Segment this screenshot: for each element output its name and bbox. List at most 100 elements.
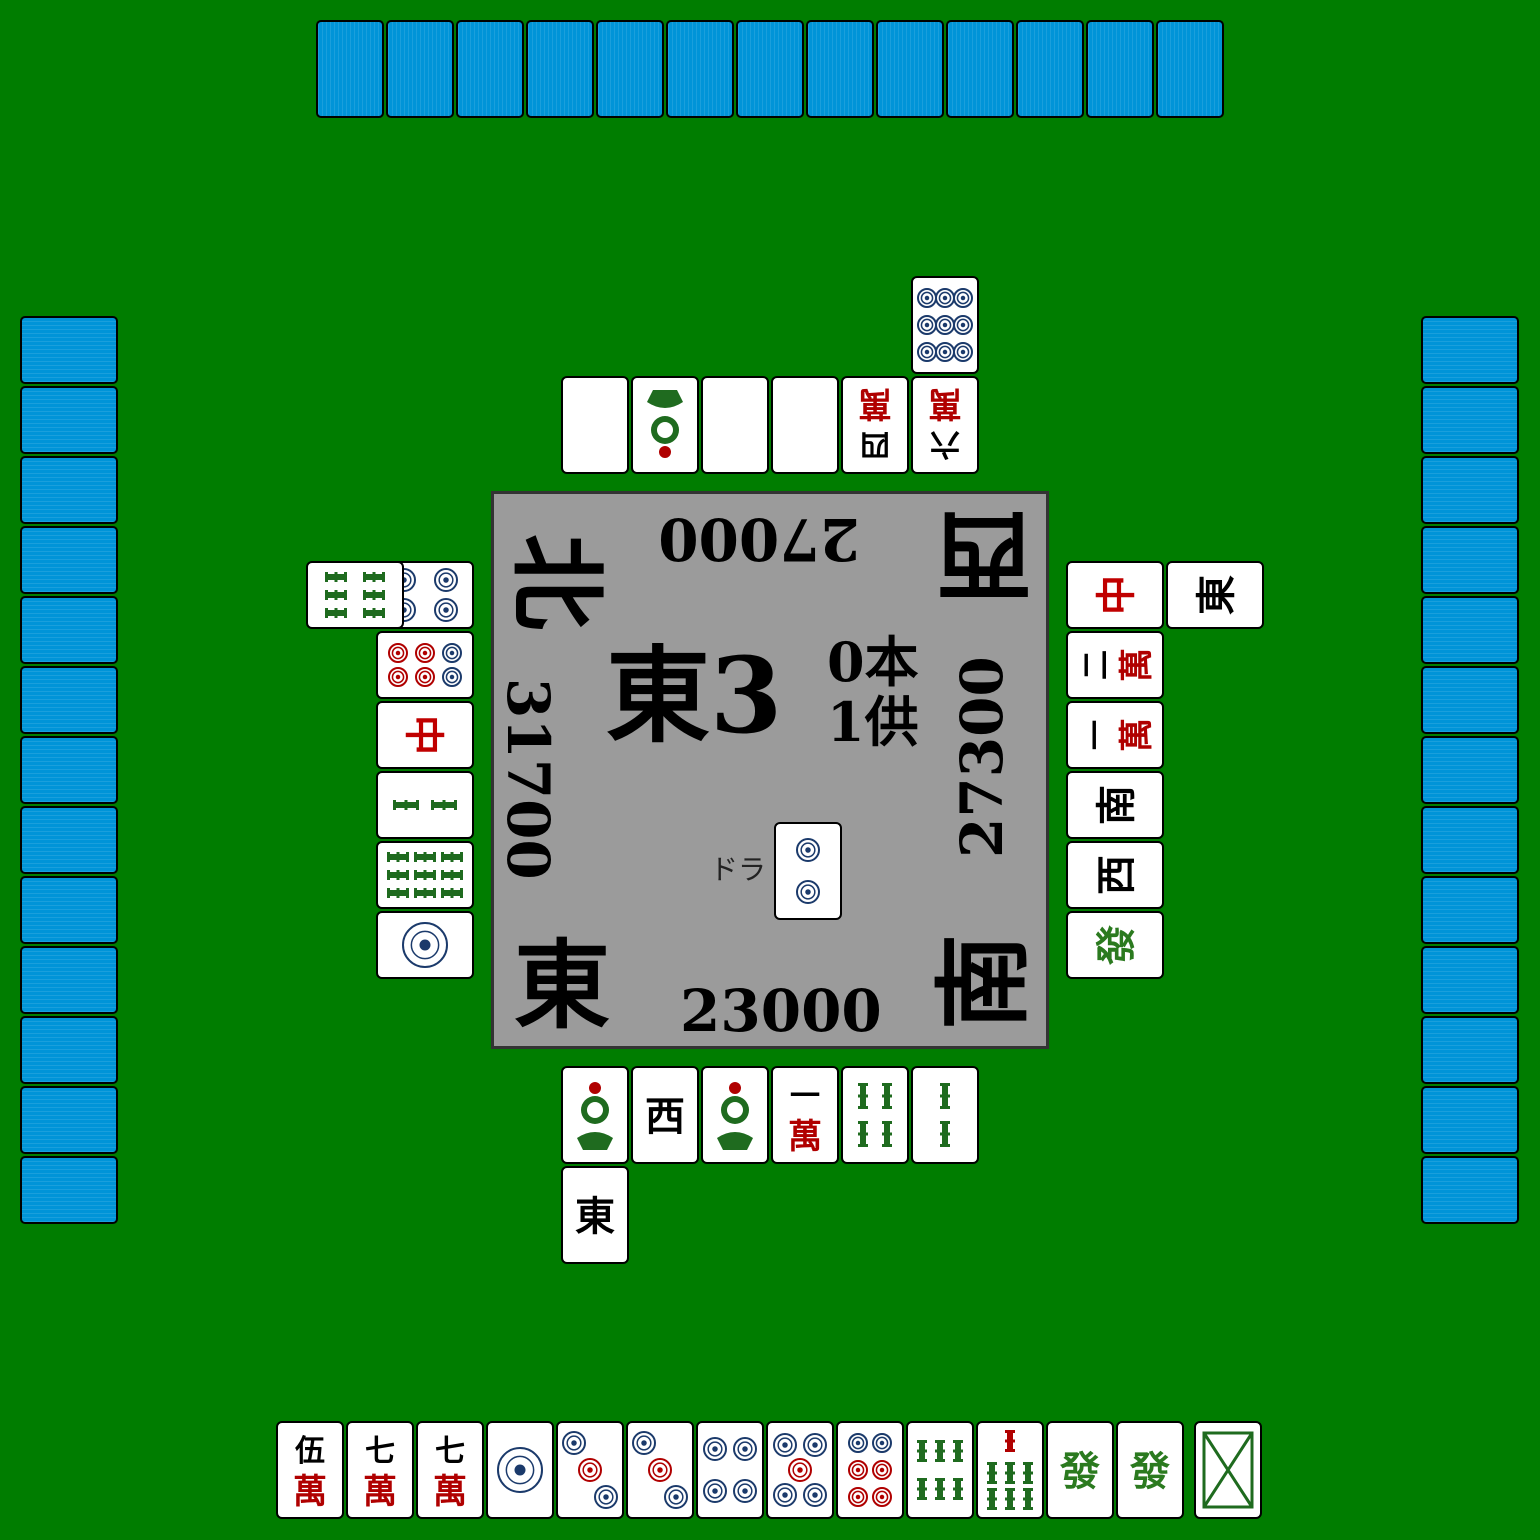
tile-face	[378, 633, 472, 697]
tile-face: 二 萬	[1068, 633, 1162, 697]
3pin-tile[interactable]	[556, 1421, 624, 1519]
tile-back	[20, 736, 118, 804]
white-dragon-tile	[561, 376, 629, 474]
red-dragon-tile: 中	[376, 701, 474, 769]
tile-face: 發	[1118, 1423, 1182, 1517]
6pin-tile[interactable]	[836, 1421, 904, 1519]
2sou-tile	[911, 1066, 979, 1164]
svg-text:一: 一	[790, 1079, 820, 1114]
tile-face	[838, 1423, 902, 1517]
tile-face: 東	[1168, 563, 1262, 627]
tile-face	[978, 1423, 1042, 1517]
6man-tile: 六 萬	[911, 376, 979, 474]
6sou-tile[interactable]	[906, 1421, 974, 1519]
red-dragon-tile: 中	[1066, 561, 1164, 629]
svg-text:東: 東	[1193, 575, 1240, 615]
svg-text:萬: 萬	[1117, 718, 1157, 752]
tile-face	[913, 1068, 977, 1162]
tile-back	[20, 1086, 118, 1154]
tile-back	[946, 20, 1014, 118]
svg-text:發: 發	[1093, 925, 1140, 966]
south-score: 27300	[948, 656, 1016, 858]
2man-tile: 二 萬	[1066, 631, 1164, 699]
4pin-tile[interactable]	[696, 1421, 764, 1519]
tile-back	[1421, 386, 1519, 454]
tile-back	[386, 20, 454, 118]
east-wind-tile: 東	[561, 1166, 629, 1264]
tile-back	[20, 456, 118, 524]
tile-face	[558, 1423, 622, 1517]
tile-face	[698, 1423, 762, 1517]
tile-face	[703, 1068, 767, 1162]
tile-back	[526, 20, 594, 118]
east-wind-tile: 東	[1166, 561, 1264, 629]
honba-counter: 0本	[827, 630, 919, 694]
tile-face	[908, 1423, 972, 1517]
3sou-tile	[701, 376, 769, 474]
tile-back	[20, 596, 118, 664]
tile-face: 一 萬	[773, 1068, 837, 1162]
9pin-tile	[911, 276, 979, 374]
svg-text:萬: 萬	[293, 1472, 327, 1512]
tile-back	[20, 1016, 118, 1084]
svg-text:東: 東	[575, 1193, 615, 1240]
7sou-tile[interactable]	[976, 1421, 1044, 1519]
flower-tile[interactable]	[1194, 1421, 1262, 1519]
tile-back	[456, 20, 524, 118]
tile-face	[563, 1068, 627, 1162]
5man-tile[interactable]: 伍 萬	[276, 1421, 344, 1519]
3sou-tile	[771, 376, 839, 474]
tile-face	[633, 378, 697, 472]
tile-back	[1421, 736, 1519, 804]
tile-back	[1421, 1156, 1519, 1224]
svg-text:七: 七	[365, 1434, 395, 1469]
tile-back	[876, 20, 944, 118]
tile-face	[378, 773, 472, 837]
svg-text:四: 四	[860, 426, 890, 461]
tile-back	[20, 946, 118, 1014]
tile-face: 中	[1068, 563, 1162, 627]
tile-face	[378, 843, 472, 907]
tile-back	[1086, 20, 1154, 118]
3pin-tile[interactable]	[626, 1421, 694, 1519]
tile-back	[1421, 1086, 1519, 1154]
1sou-tile	[561, 1066, 629, 1164]
7man-tile[interactable]: 七 萬	[416, 1421, 484, 1519]
tile-back	[20, 876, 118, 944]
9sou-tile	[376, 841, 474, 909]
svg-text:萬: 萬	[433, 1472, 467, 1512]
west-wind-tile: 西	[631, 1066, 699, 1164]
green-dragon-tile[interactable]: 發	[1116, 1421, 1184, 1519]
tile-face	[773, 378, 837, 472]
tile-face: 西	[1068, 843, 1162, 907]
tile-face: 七 萬	[418, 1423, 482, 1517]
7man-tile[interactable]: 七 萬	[346, 1421, 414, 1519]
tile-back	[806, 20, 874, 118]
tile-face: 發	[1068, 913, 1162, 977]
tile-face: 伍 萬	[278, 1423, 342, 1517]
svg-text:南: 南	[1093, 785, 1140, 825]
tile-face: 西	[633, 1068, 697, 1162]
east-wind-label: 東	[514, 929, 610, 1042]
tile-face	[703, 378, 767, 472]
tile-back	[20, 386, 118, 454]
svg-text:西: 西	[645, 1093, 685, 1140]
5pin-tile[interactable]	[766, 1421, 834, 1519]
tile-back	[1421, 876, 1519, 944]
tile-face	[378, 563, 472, 627]
svg-text:七: 七	[435, 1434, 465, 1469]
tile-back	[20, 806, 118, 874]
tile-back	[20, 316, 118, 384]
1pin-tile[interactable]	[486, 1421, 554, 1519]
tile-back	[1421, 596, 1519, 664]
svg-text:二: 二	[1079, 650, 1114, 680]
tile-back	[316, 20, 384, 118]
1man-tile: 一 萬	[771, 1066, 839, 1164]
tile-face	[843, 1068, 907, 1162]
tile-back	[1421, 456, 1519, 524]
green-dragon-tile[interactable]: 發	[1046, 1421, 1114, 1519]
svg-text:發: 發	[1129, 1448, 1170, 1495]
2sou-tile	[376, 771, 474, 839]
tile-back	[596, 20, 664, 118]
